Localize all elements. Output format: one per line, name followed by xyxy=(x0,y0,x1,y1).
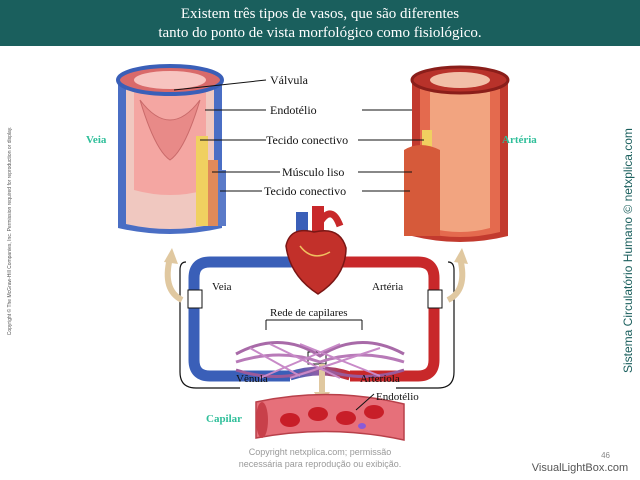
loop-artery-label: Artéria xyxy=(372,281,403,293)
capillary-label: Capilar xyxy=(206,413,242,425)
watermark-line-1: Copyright netxplica.com; permissão xyxy=(200,446,440,458)
smooth-muscle-label: Músculo liso xyxy=(282,165,344,179)
capillary-network xyxy=(236,320,404,378)
connective-tissue-label-2: Tecido conectivo xyxy=(264,184,346,198)
watermark: Copyright netxplica.com; permissão neces… xyxy=(200,446,440,470)
heart-illustration xyxy=(286,206,346,294)
endothelium-label: Endotélio xyxy=(270,103,317,117)
artery-illustration xyxy=(404,67,508,242)
brand-link[interactable]: VisualLightBox.com xyxy=(520,462,640,474)
valve-label: Válvula xyxy=(270,73,309,87)
page-number: 46 xyxy=(590,451,610,460)
vein-side-label: Veia xyxy=(86,134,107,146)
arteriole-label: Arteríola xyxy=(360,373,400,385)
artery-side-label: Artéria xyxy=(502,134,537,146)
connective-tissue-label-1: Tecido conectivo xyxy=(266,133,348,147)
loop-vein-label: Veia xyxy=(212,281,232,293)
venule-label: Vênula xyxy=(236,373,268,385)
capillary-endothelium-label: Endotélio xyxy=(376,391,419,403)
watermark-line-2: necessária para reprodução ou exibição. xyxy=(200,458,440,470)
vein-illustration xyxy=(118,66,226,234)
capillary-network-label: Rede de capilares xyxy=(270,307,348,319)
